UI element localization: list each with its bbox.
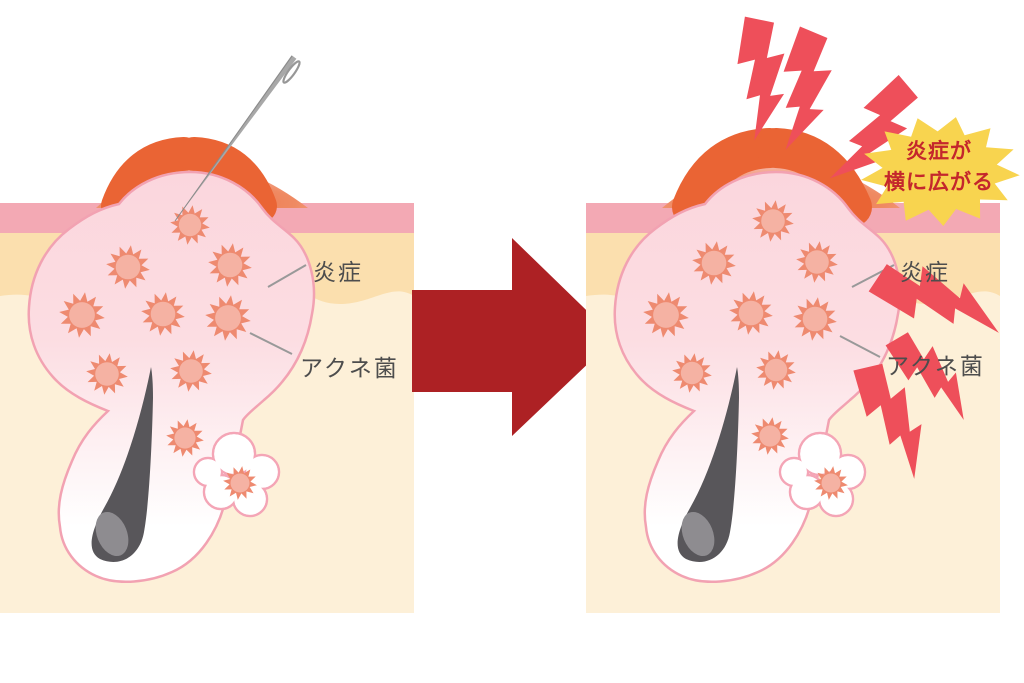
acne-bacteria-core bbox=[217, 252, 243, 278]
inflammation-spreads-callout: 炎症が 横に広がる bbox=[860, 136, 1018, 198]
panel-after bbox=[586, 11, 1020, 613]
acne-bacteria-core bbox=[764, 358, 788, 382]
acne-bacteria-core bbox=[653, 302, 679, 328]
bacteria-group-right bbox=[643, 200, 848, 500]
acne-bacteria-core bbox=[174, 427, 196, 449]
acne-bacteria-core bbox=[150, 301, 176, 327]
acne-bacteria-core bbox=[179, 359, 203, 383]
acne-bacteria-core bbox=[802, 306, 828, 332]
panel-before bbox=[0, 55, 414, 613]
acne-bacteria-core bbox=[738, 300, 764, 326]
acne-bacteria-core bbox=[701, 250, 727, 276]
acne-bacteria-core bbox=[215, 305, 241, 331]
acne-bacteria-label-left: アクネ菌 bbox=[300, 355, 399, 381]
inflammation-label-left: 炎症 bbox=[313, 259, 363, 285]
acne-bacteria-core bbox=[759, 425, 781, 447]
arrow-right-icon bbox=[412, 238, 615, 436]
bacteria-group-left bbox=[59, 205, 257, 500]
acne-bacteria-core bbox=[69, 302, 95, 328]
acne-bacteria-core bbox=[95, 362, 119, 386]
needle-icon bbox=[174, 55, 301, 222]
acne-bacteria-core bbox=[178, 213, 202, 237]
leader-lines-left bbox=[249, 264, 307, 355]
callout-line-1: 炎症が bbox=[906, 140, 972, 163]
acne-bacteria-core bbox=[805, 250, 829, 274]
acne-bacteria-core bbox=[761, 209, 785, 233]
acne-bacteria-core bbox=[230, 473, 250, 493]
starburst-badge bbox=[861, 117, 1020, 226]
inflammation-label-right: 炎症 bbox=[900, 259, 950, 285]
callout-line-2: 横に広がる bbox=[884, 171, 994, 194]
acne-bacteria-core bbox=[115, 254, 141, 280]
lightning-bolt-icon bbox=[731, 11, 796, 142]
acne-bacteria-core bbox=[680, 361, 704, 385]
acne-bacteria-core bbox=[821, 473, 841, 493]
acne-bacteria-label-right: アクネ菌 bbox=[886, 353, 985, 379]
